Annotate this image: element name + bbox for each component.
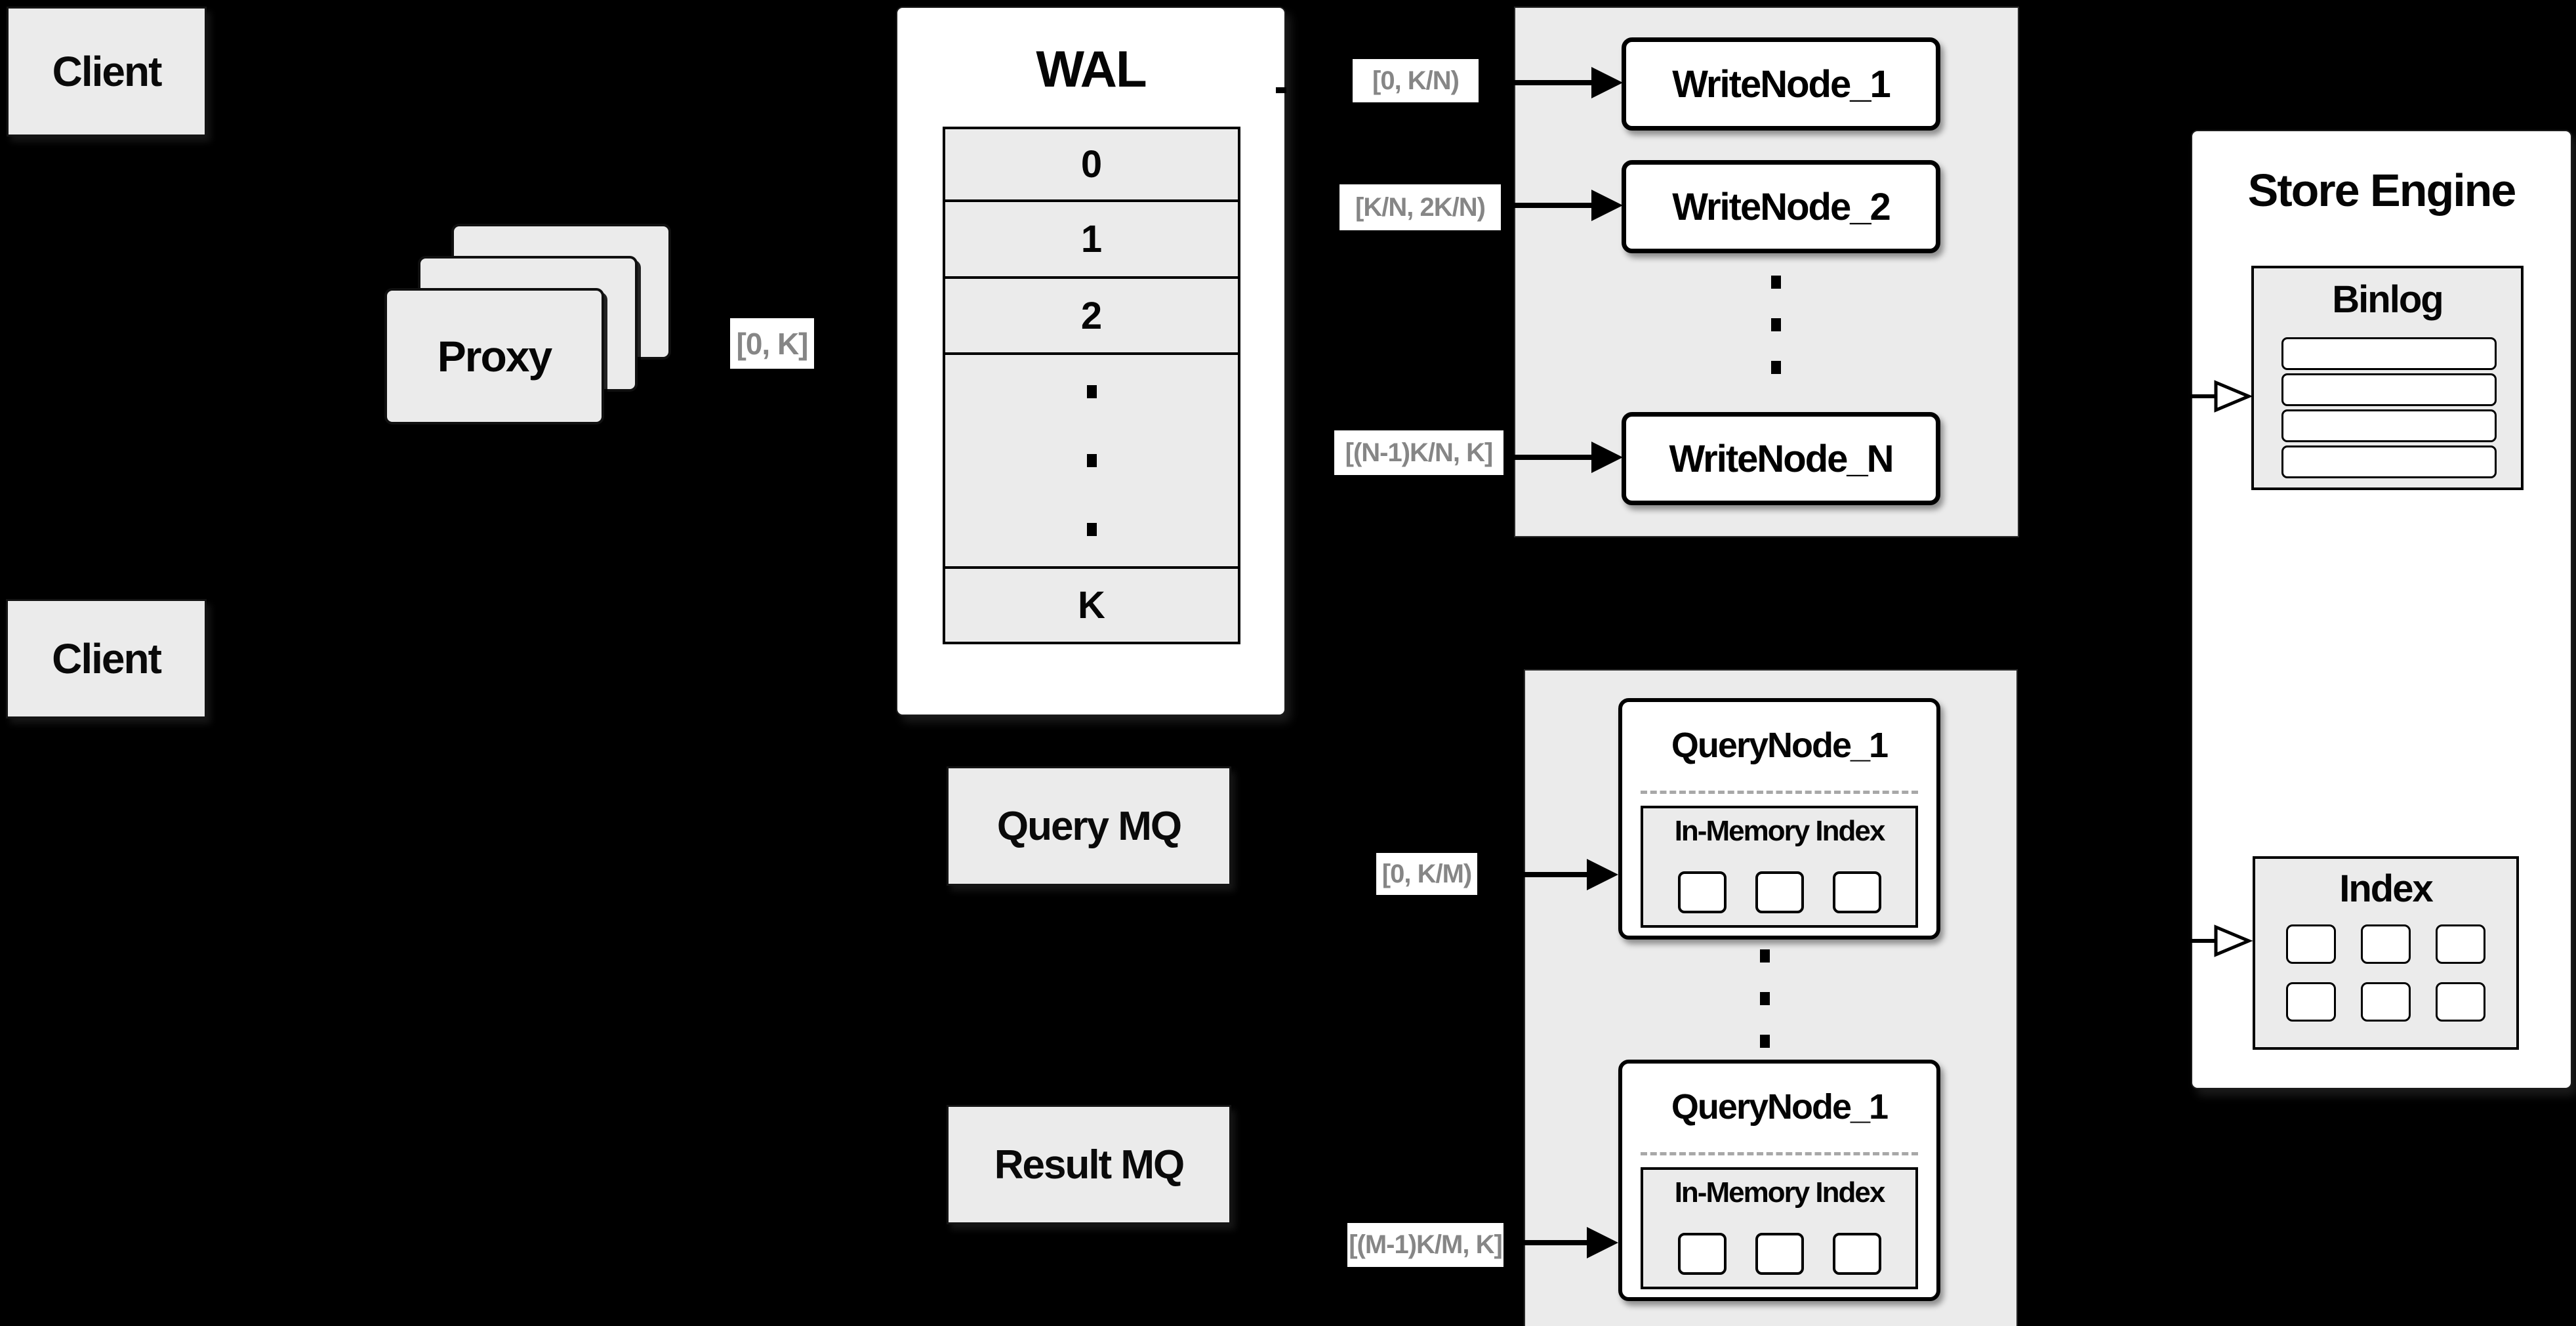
proxy-card-front: Proxy bbox=[384, 288, 604, 425]
segment-slots bbox=[1643, 871, 1915, 913]
store-engine-title: Store Engine bbox=[2247, 165, 2517, 216]
store-engine-panel: Store Engine Binlog Index bbox=[2191, 130, 2572, 1089]
index-slots-row-2 bbox=[2255, 982, 2516, 1022]
write-node-n-label: WriteNode_N bbox=[1669, 437, 1894, 480]
write-node-2-label: WriteNode_2 bbox=[1672, 185, 1891, 228]
arrow-querymq-to-querynode-1 bbox=[1524, 859, 1618, 890]
vertical-ellipsis-icon bbox=[1760, 949, 1770, 1048]
query-node-bottom-box: QueryNode_1 In-Memory Index bbox=[1618, 1060, 1940, 1301]
query-mq-label: Query MQ bbox=[996, 803, 1182, 849]
wal-title: WAL bbox=[1036, 40, 1147, 98]
client-top-label: Client bbox=[52, 48, 163, 95]
arrow-wal-to-writenode-2 bbox=[1514, 190, 1623, 221]
binlog-segment bbox=[2281, 409, 2497, 442]
wal-panel: WAL 0 1 2 K bbox=[896, 7, 1286, 716]
range-chip-query-m: [(M-1)K/M, K] bbox=[1347, 1223, 1503, 1267]
in-memory-index-bottom-box: In-Memory Index bbox=[1641, 1167, 1918, 1289]
binlog-label: Binlog bbox=[2332, 278, 2443, 321]
query-node-top-box: QueryNode_1 In-Memory Index bbox=[1618, 698, 1940, 940]
query-mq-box: Query MQ bbox=[947, 766, 1231, 886]
range-chip-proxy-to-wal: [0, K] bbox=[730, 318, 814, 369]
arrow-wal-to-writenode-n bbox=[1514, 442, 1623, 473]
index-box: Index bbox=[2253, 856, 2519, 1050]
wal-arrow-stub bbox=[1276, 87, 1286, 93]
segment-slots bbox=[1643, 1233, 1915, 1275]
index-slots-row-1 bbox=[2255, 924, 2516, 964]
client-box-bottom: Client bbox=[6, 599, 207, 718]
write-cluster-panel: WriteNode_1 WriteNode_2 WriteNode_N bbox=[1514, 7, 2019, 537]
vertical-ellipsis-icon bbox=[1771, 276, 1781, 374]
dashed-divider bbox=[1641, 1152, 1918, 1155]
client-bottom-label: Client bbox=[52, 635, 162, 682]
wal-row-1: 1 bbox=[945, 202, 1238, 279]
result-mq-box: Result MQ bbox=[947, 1105, 1231, 1224]
wal-row-ellipsis bbox=[945, 355, 1238, 569]
index-label: Index bbox=[2339, 867, 2434, 910]
result-mq-label: Result MQ bbox=[994, 1142, 1185, 1188]
write-node-1-box: WriteNode_1 bbox=[1622, 37, 1940, 131]
wal-row-k: K bbox=[945, 569, 1238, 642]
write-node-2-box: WriteNode_2 bbox=[1622, 160, 1940, 253]
binlog-box: Binlog bbox=[2251, 266, 2524, 490]
range-chip-write-1: [0, K/N) bbox=[1353, 59, 1479, 102]
arrow-writenodes-to-binlog bbox=[2190, 380, 2253, 413]
dashed-divider bbox=[1641, 791, 1918, 794]
range-chip-query-1: [0, K/M) bbox=[1376, 853, 1477, 895]
in-memory-index-bottom-label: In-Memory Index bbox=[1674, 1176, 1886, 1209]
binlog-segment bbox=[2281, 445, 2497, 478]
wal-row-2: 2 bbox=[945, 279, 1238, 355]
client-box-top: Client bbox=[7, 7, 207, 136]
binlog-segment bbox=[2281, 337, 2497, 370]
write-node-1-label: WriteNode_1 bbox=[1672, 62, 1891, 106]
vertical-ellipsis-icon bbox=[1086, 385, 1097, 536]
write-node-n-box: WriteNode_N bbox=[1622, 412, 1940, 505]
range-chip-write-2: [K/N, 2K/N) bbox=[1339, 184, 1501, 230]
in-memory-index-top-box: In-Memory Index bbox=[1641, 806, 1918, 928]
query-node-top-title: QueryNode_1 bbox=[1671, 726, 1889, 765]
wal-table: 0 1 2 K bbox=[943, 127, 1240, 644]
query-cluster-panel: QueryNode_1 In-Memory Index QueryNode_1 … bbox=[1524, 669, 2018, 1326]
range-chip-write-n: [(N-1)K/N, K] bbox=[1334, 430, 1503, 475]
in-memory-index-top-label: In-Memory Index bbox=[1674, 815, 1886, 847]
proxy-label: Proxy bbox=[437, 332, 552, 381]
binlog-segment bbox=[2281, 373, 2497, 406]
arrow-querynodes-to-index bbox=[2190, 924, 2253, 957]
wal-row-0: 0 bbox=[945, 129, 1238, 202]
query-node-bottom-title: QueryNode_1 bbox=[1671, 1087, 1889, 1127]
arrow-wal-to-writenode-1 bbox=[1514, 67, 1623, 98]
arrow-resultmq-to-querynode-m bbox=[1524, 1227, 1618, 1258]
